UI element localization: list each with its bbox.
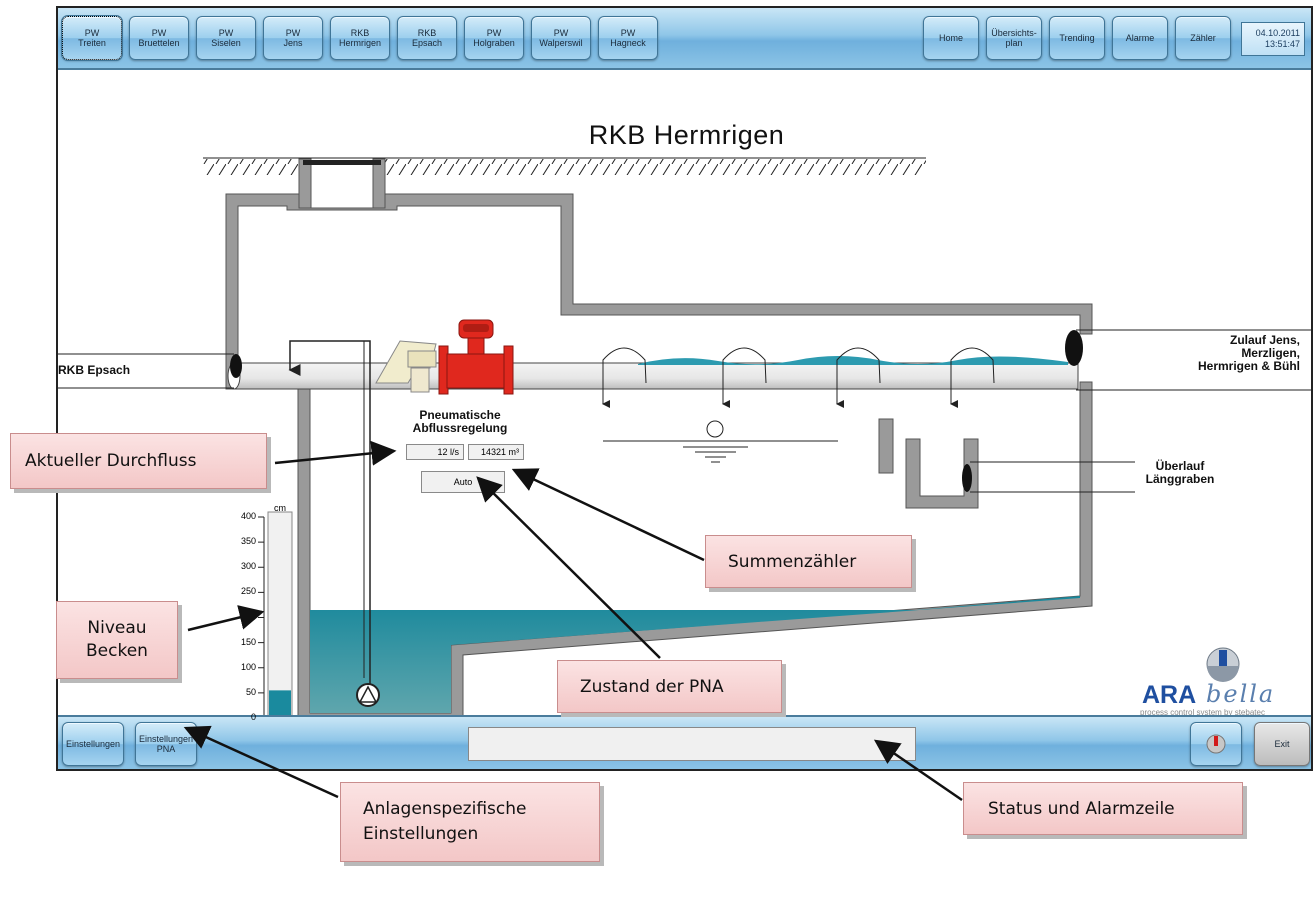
gauge-tick-label: 100 <box>240 661 256 672</box>
gauge-tick-label: 300 <box>240 561 256 572</box>
pipe-inlet-zulauf <box>1065 330 1083 366</box>
exit-button[interactable]: Exit <box>1254 722 1310 766</box>
callout-aktueller-durchfluss: Aktueller Durchfluss <box>10 433 267 489</box>
process-diagram <box>58 157 1311 723</box>
nav-zaehler-button[interactable]: Zähler <box>1175 16 1231 60</box>
gauge-tick-label: 150 <box>240 636 256 647</box>
einstellungen-button[interactable]: Einstellungen <box>62 722 124 766</box>
label-zulauf: Zulauf Jens, Merzligen, Hermrigen & Bühl <box>1197 333 1300 373</box>
total-counter-value: 14321 m³ <box>468 444 524 460</box>
flow-value: 12 l/s <box>406 444 464 460</box>
einstellungen-pna-button[interactable]: Einstellungen PNA <box>135 722 197 766</box>
nav-home-button[interactable]: Home <box>923 16 979 60</box>
nav-trending-button[interactable]: Trending <box>1049 16 1105 60</box>
label-rkb-epsach: RKB Epsach <box>58 363 131 377</box>
label-ueberlauf: Überlauf Länggraben <box>1145 459 1215 486</box>
gauge-unit: cm <box>274 503 286 513</box>
bottom-bar: Einstellungen Einstellungen PNA Exit <box>58 715 1311 769</box>
level-gauge-ticks <box>258 516 264 719</box>
gauge-tick-label: 0 <box>250 712 256 722</box>
top-nav-bar: PW Treiten PW Bruettelen PW Siselen PW J… <box>58 8 1311 70</box>
nav-pw-holgraben[interactable]: PW Holgraben <box>464 16 524 60</box>
arabella-logo: ARA bella process control system by steb… <box>1138 647 1311 718</box>
datetime-display: 04.10.2011 13:51:47 <box>1241 22 1305 56</box>
nav-alarme-button[interactable]: Alarme <box>1112 16 1168 60</box>
overflow-jets <box>602 347 995 408</box>
gauge-tick-label: 200 <box>240 611 256 622</box>
arabella-logo-icon <box>1206 647 1240 682</box>
manhole-shaft <box>298 158 386 210</box>
level-sensor-symbol <box>603 420 838 463</box>
callout-niveau-becken: Niveau Becken <box>56 601 178 679</box>
logo-bella: bella <box>1206 680 1276 708</box>
nav-pw-jens[interactable]: PW Jens <box>263 16 323 60</box>
nav-rkb-epsach[interactable]: RKB Epsach <box>397 16 457 60</box>
nav-pw-walperswil[interactable]: PW Walperswil <box>531 16 591 60</box>
overflow-weir <box>878 418 1135 509</box>
gauge-tick-label: 350 <box>240 536 256 547</box>
flowmeter <box>438 319 514 395</box>
callout-anlagenspezifische-einstellungen: Anlagenspezifische Einstellungen <box>340 782 600 862</box>
gauge-tick-label: 50 <box>245 686 256 697</box>
callout-zustand-pna: Zustand der PNA <box>557 660 782 713</box>
gauge-tick-label: 400 <box>240 511 256 521</box>
alarm-acknowledge-button[interactable] <box>1190 722 1242 766</box>
logo-ara: ARA <box>1142 681 1197 709</box>
status-alarm-line <box>468 727 916 761</box>
nav-pw-bruettelen[interactable]: PW Bruettelen <box>129 16 189 60</box>
pipe-inlet-epsach <box>230 354 242 378</box>
nav-pw-siselen[interactable]: PW Siselen <box>196 16 256 60</box>
callout-summenzaehler: Summenzähler <box>705 535 912 588</box>
basin-outline <box>225 193 1093 723</box>
pump-rising-main <box>288 340 371 686</box>
nav-pw-treiten[interactable]: PW Treiten <box>61 15 123 61</box>
page-title: RKB Hermrigen <box>588 120 785 150</box>
level-gauge <box>263 511 293 719</box>
alarm-light-icon <box>1206 734 1226 754</box>
pna-state-button[interactable]: Auto <box>421 471 505 493</box>
pneumatic-valve <box>375 340 437 393</box>
nav-pw-hagneck[interactable]: PW Hagneck <box>598 16 658 60</box>
gauge-tick-label: 250 <box>240 586 256 597</box>
scada-window: PW Treiten PW Bruettelen PW Siselen PW J… <box>56 6 1313 771</box>
callout-status-alarmzeile: Status und Alarmzeile <box>963 782 1243 835</box>
pipe-water-wave <box>638 356 1068 365</box>
nav-rkb-hermrigen[interactable]: RKB Hermrigen <box>330 16 390 60</box>
pump-icon <box>356 683 380 707</box>
nav-uebersichtsplan-button[interactable]: Übersichts- plan <box>986 16 1042 60</box>
label-pna: Pneumatische Abflussregelung <box>412 408 508 435</box>
logo-tagline: process control system by stebatec <box>1140 708 1265 717</box>
